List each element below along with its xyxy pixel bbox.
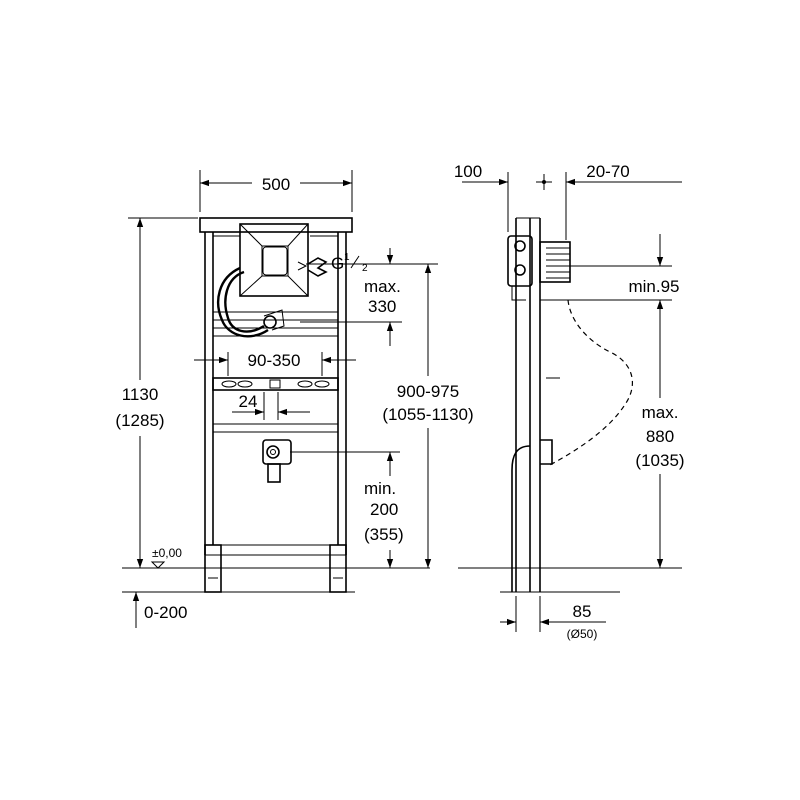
dim-min-200: min. 200 (355) (290, 451, 404, 568)
flush-valve-box (239, 223, 309, 297)
depth-front-label: 100 (454, 162, 482, 181)
dim-width-500: 500 (199, 170, 353, 212)
foot-adjust-label: 0-200 (144, 603, 187, 622)
dim-pipe-offset: 85 (Ø50) (500, 596, 606, 641)
dim-height-1130: 1130 (1285) (115, 217, 198, 568)
urinal-outline (547, 299, 633, 467)
dim-bracket-span: 90-350 (194, 351, 356, 376)
front-view: G 1 2 (115, 170, 474, 628)
thread-superscript: 1 (344, 252, 350, 263)
height-label: 1130 (122, 385, 159, 404)
dim-max-330: max. 330 (300, 248, 402, 346)
cross-bars (212, 311, 339, 433)
dim-min-95: min.95 (540, 234, 680, 301)
thread-subscript: 2 (362, 263, 368, 274)
side-max-label: max. (642, 403, 679, 422)
offset-label: 24 (239, 392, 258, 411)
side-max-value-alt: (1035) (635, 451, 684, 470)
height-alt-label: (1285) (115, 411, 164, 430)
dim-inlet-range: 900-975 (1055-1130) (382, 263, 474, 568)
side-valve-body (507, 235, 571, 301)
width-label: 500 (262, 175, 290, 194)
floor-level-mark: ±0,00 (150, 546, 182, 569)
side-view: 100 20-70 min.95 max. 880 (1035) (454, 162, 685, 641)
max-value: 330 (368, 297, 396, 316)
dim-foot-adjust: 0-200 (132, 592, 187, 628)
dim-depth-100: 100 (454, 162, 509, 232)
min-clearance-label: min.95 (628, 277, 679, 296)
pipe-offset-label: 85 (573, 602, 592, 621)
floor-level-label: ±0,00 (152, 546, 182, 560)
dim-offset-24: 24 (232, 392, 310, 420)
supply-hose (217, 266, 285, 338)
side-frame (515, 217, 541, 593)
frame-outline (199, 217, 353, 593)
min-label: min. (364, 479, 396, 498)
inlet-range-alt-label: (1055-1130) (382, 405, 473, 424)
pipe-diameter-label: (Ø50) (567, 627, 598, 641)
max-label: max. (364, 277, 401, 296)
side-waste-elbow (511, 377, 560, 592)
dim-max-880: max. 880 (1035) (635, 300, 685, 568)
min-value-alt: (355) (364, 525, 404, 544)
inlet-range-label: 900-975 (397, 382, 459, 401)
bracket-span-label: 90-350 (248, 351, 301, 370)
min-value: 200 (370, 500, 398, 519)
center-axis-mark (536, 174, 552, 190)
side-max-value: 880 (646, 427, 674, 446)
dim-depth-adjust: 20-70 (565, 162, 682, 240)
waste-outlet (262, 439, 292, 483)
depth-adjust-label: 20-70 (586, 162, 629, 181)
